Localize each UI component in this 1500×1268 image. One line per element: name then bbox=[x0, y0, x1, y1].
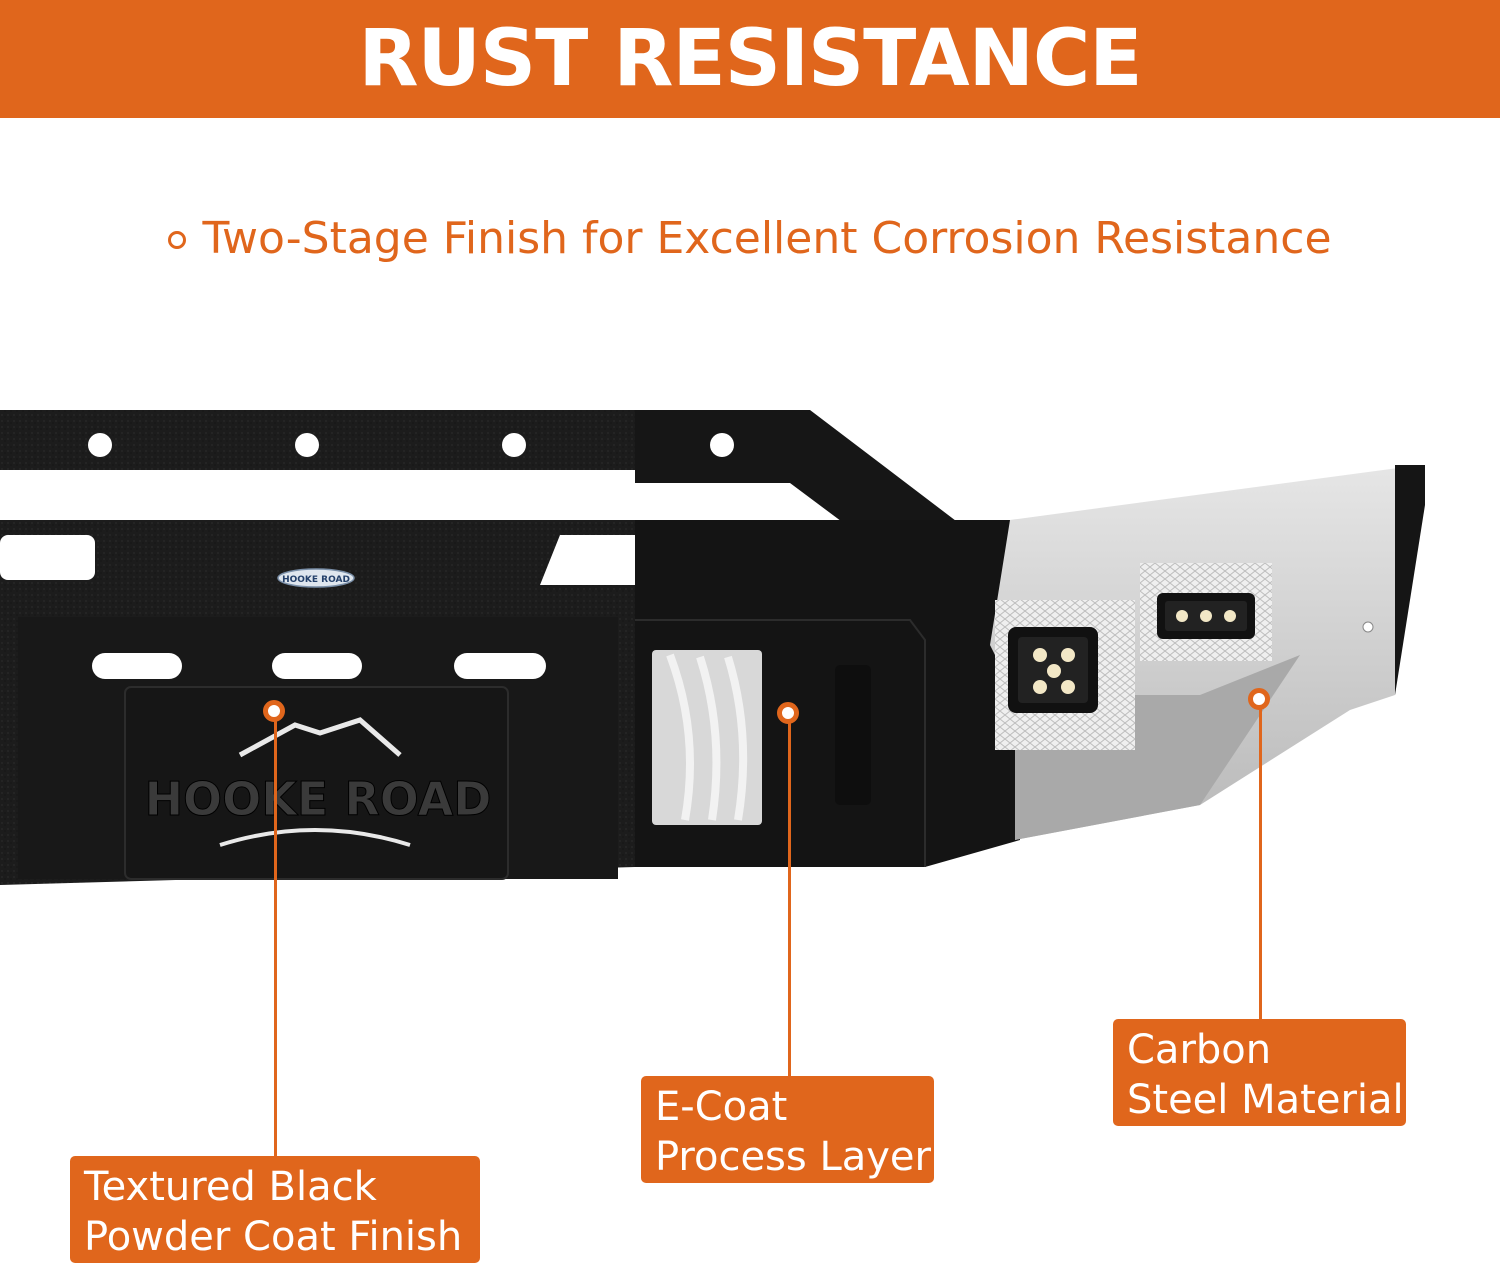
callout-line bbox=[274, 712, 277, 1158]
callout-e-coat: E-Coat Process Layer bbox=[641, 1076, 934, 1183]
bullet-circle-icon bbox=[168, 231, 187, 249]
callout-line-1: Carbon bbox=[1127, 1027, 1272, 1073]
mount-hole bbox=[710, 433, 734, 457]
mount-hole bbox=[295, 433, 319, 457]
callout-dot bbox=[1248, 688, 1270, 710]
callout-powder-coat: Textured Black Powder Coat Finish bbox=[70, 1156, 480, 1263]
mount-hole bbox=[88, 433, 112, 457]
shackle-mount bbox=[835, 665, 871, 805]
bumper-image: HOOKE ROAD HOOKE ROAD bbox=[0, 410, 1425, 885]
license-plate bbox=[124, 686, 509, 880]
callout-line bbox=[1259, 700, 1262, 1020]
callout-line-2: Powder Coat Finish bbox=[84, 1214, 463, 1260]
callout-line-2: Process Layer bbox=[655, 1134, 931, 1180]
callout-line-1: E-Coat bbox=[655, 1084, 788, 1130]
page-title: RUST RESISTANCE bbox=[358, 14, 1143, 104]
callout-carbon-steel: Carbon Steel Material bbox=[1113, 1019, 1406, 1126]
upper-plate bbox=[0, 520, 635, 595]
brand-badge-text: HOOKE ROAD bbox=[282, 575, 350, 585]
callout-dot bbox=[263, 700, 285, 722]
callout-line bbox=[788, 714, 791, 1078]
feature-subtitle: Two-Stage Finish for Excellent Corrosion… bbox=[0, 206, 1500, 270]
header-banner: RUST RESISTANCE bbox=[0, 0, 1500, 118]
callout-line-1: Textured Black bbox=[84, 1164, 377, 1210]
plate-logo-text: HOOKE ROAD bbox=[145, 772, 492, 826]
callout-line-2: Steel Material bbox=[1127, 1077, 1404, 1123]
brand-badge bbox=[277, 568, 355, 588]
callout-dot bbox=[777, 702, 799, 724]
mount-hole bbox=[502, 433, 526, 457]
subtitle-text: Two-Stage Finish for Excellent Corrosion… bbox=[202, 212, 1332, 264]
